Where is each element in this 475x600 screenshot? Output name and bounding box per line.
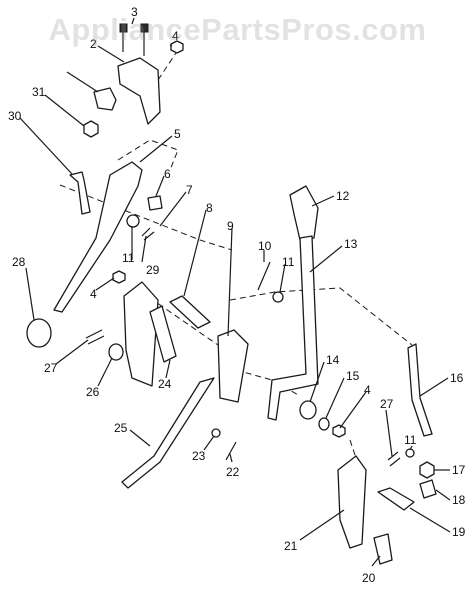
disc-part-28: [26, 318, 52, 348]
callout-label: 15: [346, 369, 360, 383]
spring-pin-part-27-right: [387, 451, 401, 467]
callout-label: 19: [452, 525, 466, 539]
callout-label: 4: [90, 287, 97, 301]
callout-label: 22: [226, 465, 240, 479]
bolt-head: [119, 23, 128, 33]
clip-part-1: [93, 87, 117, 111]
rod-part-24: [149, 305, 177, 363]
callout-label: 13: [344, 237, 358, 251]
nut-part-4-left: [112, 270, 126, 284]
callout-label: 12: [336, 189, 350, 203]
bolt-part-19: [377, 487, 415, 511]
ferrule-part-18: [419, 479, 437, 499]
callout-label: 30: [8, 109, 22, 123]
washer-part-11-right: [405, 448, 415, 458]
callout-label: 24: [158, 377, 172, 391]
pin-part-30: [69, 171, 91, 215]
callout-label: 2: [90, 37, 97, 51]
rod-part-16: [407, 343, 433, 437]
callout-label: 16: [450, 371, 464, 385]
callout-label: 4: [172, 29, 179, 43]
washer-part-11-mid: [272, 291, 284, 303]
callout-label: 5: [174, 127, 181, 141]
assembly-line-shaft: [235, 369, 301, 397]
callout-label: 10: [258, 239, 272, 253]
callout-label: 8: [206, 201, 213, 215]
washer-part-15: [318, 417, 330, 431]
callout-label: 17: [452, 463, 466, 477]
cotter-part-22: [225, 441, 237, 461]
link-part-25: [121, 377, 215, 489]
cotter-part-29: [141, 227, 155, 241]
spring-pin-part-27: [85, 329, 105, 345]
callout-label: 18: [452, 493, 466, 507]
callout-label: 7: [186, 183, 193, 197]
callout-label: 26: [86, 385, 100, 399]
lever-part-13: [267, 235, 319, 421]
callout-label: 20: [362, 571, 376, 585]
callout-label: 25: [114, 421, 128, 435]
plate-part-7: [123, 281, 159, 387]
callout-label: 14: [326, 353, 340, 367]
grip-part-12: [289, 185, 319, 241]
callout-label: 11: [122, 251, 135, 265]
washer-part-11: [126, 214, 140, 228]
callout-label: 4: [364, 383, 371, 397]
callout-label: 28: [12, 255, 26, 269]
nut-part-17: [419, 461, 435, 479]
bolt-head: [140, 23, 149, 33]
callout-label: 27: [380, 397, 394, 411]
bushing-part-14: [299, 400, 317, 420]
washer-part-26: [108, 343, 124, 361]
callout-label: 21: [284, 539, 298, 553]
callout-label: 23: [192, 449, 206, 463]
callout-labels: 3 2 3 4 31 30 5 6 7 8 9 10 11 12 13 28 2…: [8, 5, 466, 585]
callout-label: 31: [32, 85, 46, 99]
washer-part-23: [211, 428, 221, 438]
callout-label: 11: [404, 433, 417, 447]
bracket-part-9: [217, 329, 249, 403]
leader-lines: [19, 17, 451, 567]
bolt-part-3: [119, 23, 149, 56]
callout-label: 9: [227, 219, 234, 233]
callout-label: 27: [44, 361, 58, 375]
bracket-part-2: [117, 57, 161, 125]
bolt-part-20: [373, 533, 393, 565]
callout-label: 3: [131, 5, 138, 19]
bolt-part-8: [169, 295, 211, 329]
callout-label: 6: [164, 167, 171, 181]
nut-part-4-mid: [332, 424, 346, 438]
assembly-line-upper: [117, 139, 179, 171]
nut-part-31: [83, 120, 99, 138]
bracket-part-21: [337, 455, 367, 549]
pin-part-10: [257, 261, 271, 291]
callout-label: 11: [282, 255, 295, 269]
lever-part-5: [53, 161, 143, 313]
assembly-line-right: [229, 287, 413, 346]
bolt-part-6: [147, 195, 163, 211]
nut-part-4: [170, 40, 184, 54]
callout-label: 29: [146, 263, 160, 277]
